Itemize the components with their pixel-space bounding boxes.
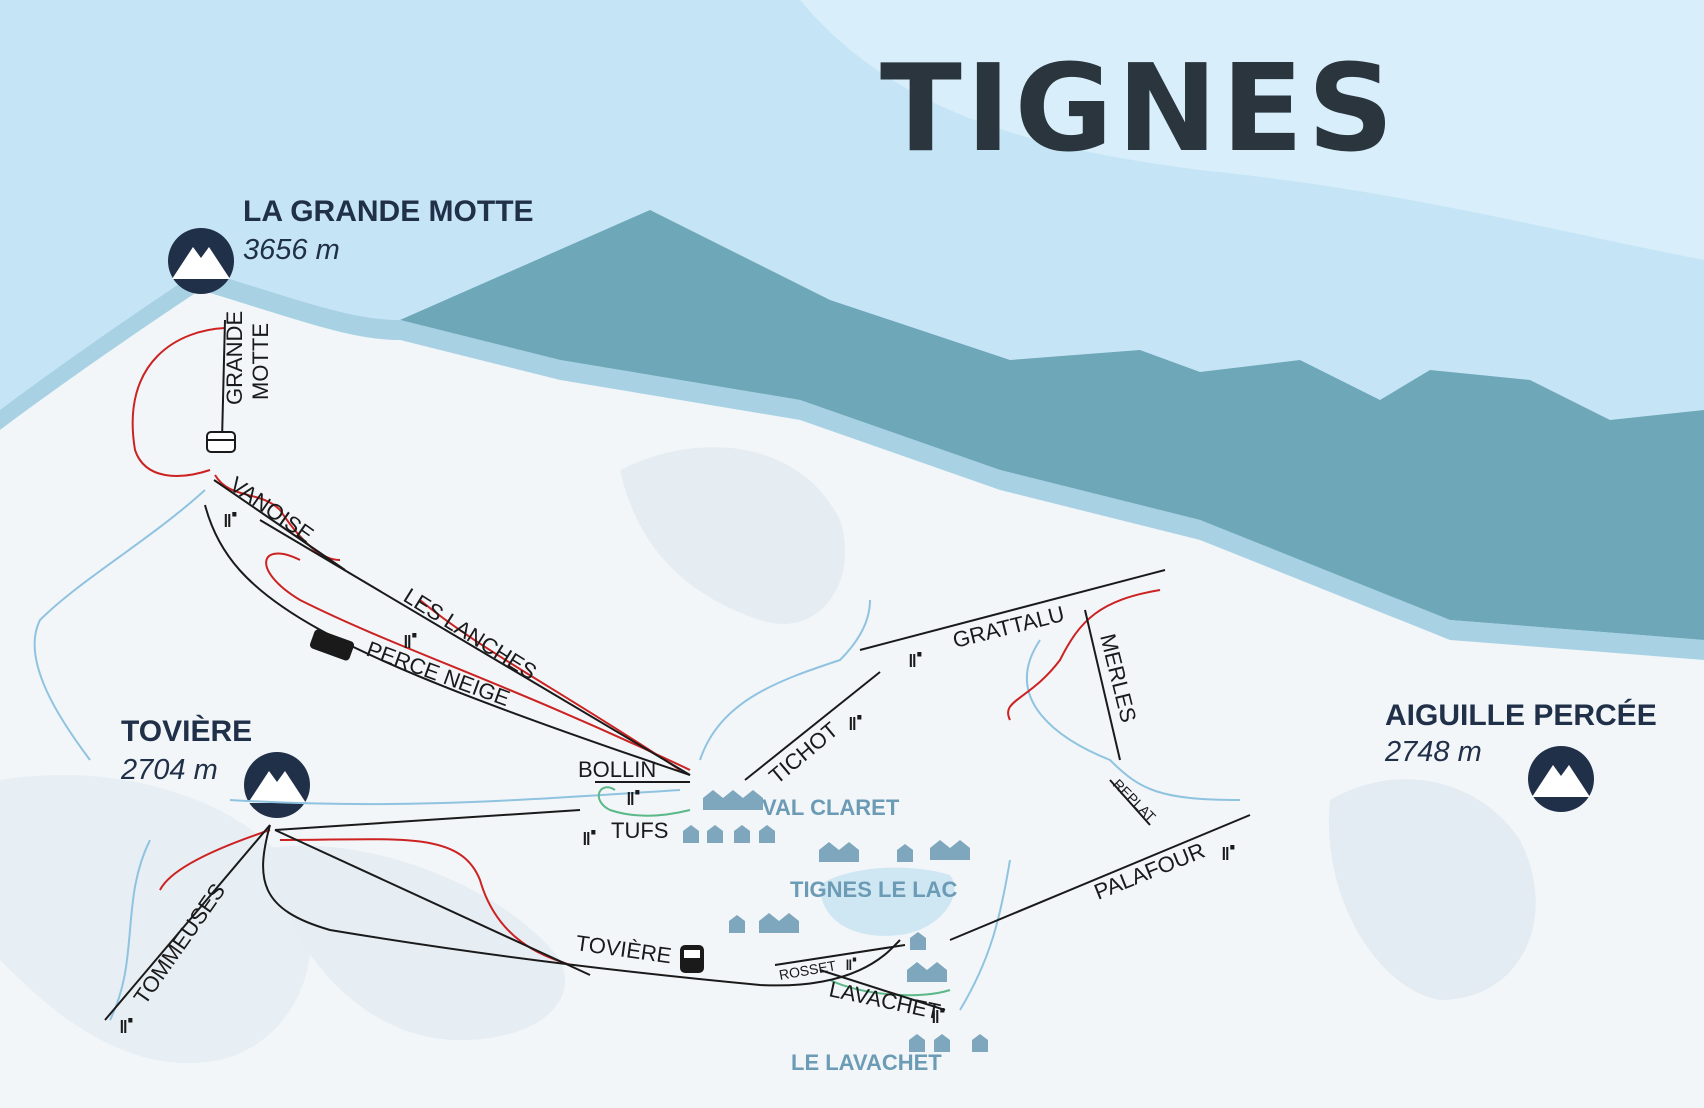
chairlift-icon: ⑈ xyxy=(1222,841,1235,866)
chairlift-icon: ⑈ xyxy=(932,1004,945,1029)
chairlift-icon: ⑈ xyxy=(846,954,857,975)
peak-name: TOVIÈRE xyxy=(121,714,252,748)
funicular-icon xyxy=(309,629,355,661)
piste-blue-6 xyxy=(229,789,681,806)
lift-line-lavachet xyxy=(819,969,946,1011)
piste-blue-4 xyxy=(1026,639,1241,801)
mountain-ridge xyxy=(400,210,1704,640)
lift-line-grande-motte xyxy=(221,319,226,441)
lift-label-bollin[interactable]: BOLLIN xyxy=(578,757,656,782)
snow-shade-3 xyxy=(0,774,312,1064)
lift-label-motte[interactable]: MOTTE xyxy=(248,323,273,400)
piste-red-tommeuses xyxy=(159,829,271,891)
chairlift-icon: ⑈ xyxy=(404,629,417,654)
piste-blue-1 xyxy=(33,489,206,761)
mountain-glyph-icon xyxy=(1532,765,1590,797)
lift-line-merles xyxy=(1084,609,1121,761)
gondola-icon xyxy=(206,431,236,453)
ridge-rim xyxy=(0,270,1704,660)
sky-light-band xyxy=(800,0,1704,260)
peak-altitude: 2704 m xyxy=(120,754,218,786)
lift-line-tichot xyxy=(744,671,881,781)
village-houses-lavachet xyxy=(729,913,988,1052)
village-houses-val-claret xyxy=(683,790,775,843)
peak-name: LA GRANDE MOTTE xyxy=(243,195,534,228)
lift-line-palafour xyxy=(949,814,1251,941)
piste-red-toviere xyxy=(279,838,571,966)
piste-blue-2 xyxy=(109,839,151,1021)
lift-line-les-lanches xyxy=(259,519,691,776)
lift-line-perce-neige xyxy=(204,504,691,776)
map-title: TIGNES xyxy=(880,40,1398,179)
gondola-icon xyxy=(680,945,704,973)
village-label-tignes-le-lac[interactable]: TIGNES LE LAC xyxy=(790,877,958,902)
piste-blue-3 xyxy=(699,599,871,761)
mountain-glyph-icon xyxy=(172,247,230,279)
chairlift-icon: ⑈ xyxy=(224,508,237,533)
chairlift-icon: ⑈ xyxy=(849,711,862,736)
village-label-le-lavachet[interactable]: LE LAVACHET xyxy=(791,1050,942,1075)
piste-red-perce xyxy=(265,552,691,771)
lift-line-tufs xyxy=(274,809,581,831)
lift-label-grande[interactable]: GRANDE xyxy=(222,311,247,405)
chairlift-icon: ⑈ xyxy=(120,1014,133,1039)
peak-aiguille-percee[interactable]: AIGUILLE PERCÉE 2748 m xyxy=(1384,698,1657,812)
peak-grande-motte[interactable]: LA GRANDE MOTTE 3656 m xyxy=(168,195,534,294)
chairlift-icon: ⑈ xyxy=(583,826,596,851)
lift-line-toviere-2 xyxy=(274,829,591,976)
lake xyxy=(820,867,955,936)
lift-line-tommeuses xyxy=(104,824,271,1021)
piste-red-grande-motte xyxy=(131,327,226,477)
lift-line-grattalu xyxy=(859,569,1166,651)
lift-line-rosset xyxy=(774,944,906,966)
peak-name: AIGUILLE PERCÉE xyxy=(1385,698,1657,732)
lift-line-replat xyxy=(1109,779,1151,826)
village-houses-lac xyxy=(819,840,970,862)
chairlift-icon: ⑈ xyxy=(627,786,640,811)
village-label-val-claret[interactable]: VAL CLARET xyxy=(762,795,900,820)
snow-shade-1 xyxy=(620,447,846,624)
peak-altitude: 2748 m xyxy=(1384,736,1482,768)
peak-altitude: 3656 m xyxy=(243,234,340,266)
snow-shade-2 xyxy=(1328,779,1536,1000)
chairlift-icon: ⑈ xyxy=(909,648,922,673)
lift-line-vanoise xyxy=(213,479,346,571)
piste-blue-5 xyxy=(959,859,1011,1011)
lift-label-tufs[interactable]: TUFS xyxy=(611,818,668,843)
piste-red-lanches xyxy=(419,599,681,771)
mountain-glyph-icon xyxy=(248,771,306,803)
piste-red-grattalu xyxy=(1007,589,1161,721)
piste-green-lavachet xyxy=(829,979,951,997)
piste-green-bollin xyxy=(597,786,691,817)
lift-line-toviere xyxy=(262,824,901,987)
